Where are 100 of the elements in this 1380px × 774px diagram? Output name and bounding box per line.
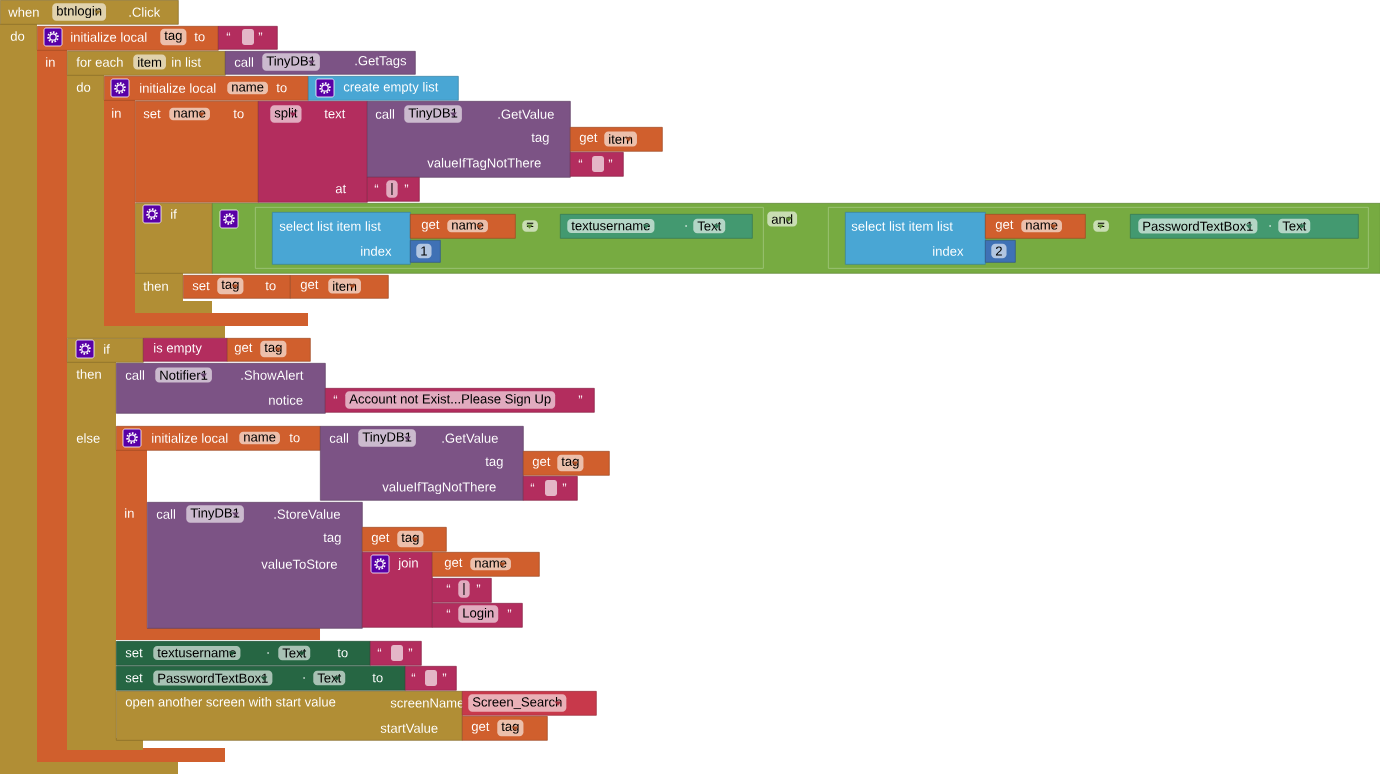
block-label: in [125,508,134,518]
block-label: do [10,31,25,41]
block-label: get [234,343,253,355]
block-label: . [303,677,305,679]
block-label: . [1269,225,1271,227]
dropdown-field: TinyDB1 [262,53,320,71]
dropdown-field: textusername [153,646,241,660]
block-label: if [171,209,177,219]
block-label: set [192,281,210,291]
block-label: notice [269,395,303,405]
block-label: valueToStore [261,559,337,569]
block-label: create empty list [343,81,439,95]
block-label: .Click [129,7,161,17]
block-label: “ [226,32,231,36]
block-label: in list [172,57,201,67]
block-label: get [300,280,319,292]
block-label: . [267,652,269,654]
dropdown-field: TinyDB1 [404,105,462,123]
block-label: call [329,433,348,443]
block-label: initialize local [71,32,147,42]
text-field: Login [458,605,499,623]
block-label: to [194,32,205,42]
block-label: valueIfTagNotThere [427,157,541,171]
block-label: ” [578,395,583,399]
block-label: .GetValue [498,109,554,119]
block-label: tag [323,533,341,545]
block-label: index [933,246,964,256]
block-label: if [104,344,110,354]
block-label: to [289,433,300,443]
block-label: get [995,220,1014,232]
block-label: screenName [390,698,464,708]
block-label: “ [446,609,451,613]
block-label: index [361,246,392,256]
block-label: call [375,109,394,119]
block-label: .StoreValue [274,509,340,519]
block-label: in [112,108,121,118]
dropdown-field: Screen_Search [468,694,567,712]
block-label: “ [377,648,382,652]
block-label: . [685,225,687,227]
block-label: ” [476,584,481,588]
block-label: set [143,109,161,119]
block-label: join [397,557,418,571]
dropdown-field: textusername [567,219,655,233]
block-label: for each [76,57,123,67]
block-label: at [335,184,347,194]
block-label: “ [333,395,338,399]
block-label: set [125,673,143,683]
block-label: is empty [154,342,202,356]
block-label: tag [485,457,503,469]
block-label: get [532,457,551,469]
block-label: else [76,433,100,443]
block-label: to [337,648,348,658]
block-label: select list item list [279,221,381,231]
text-field: | [386,180,398,198]
block-label: get [579,133,598,145]
block-label: select list item list [851,221,953,231]
block-label: .GetValue [442,433,498,443]
block-label: get [444,558,463,570]
block-label: “ [411,673,416,677]
block-label: call [234,57,253,67]
block-label: ” [408,648,413,652]
dropdown-field: TinyDB1 [186,505,244,523]
block-label: then [143,281,168,291]
block-label: “ [446,584,451,588]
block-label: set [125,648,143,658]
block-label: do [76,82,91,92]
block-label: .GetTags [355,56,407,68]
block-label: get [421,220,440,232]
dropdown-field: TinyDB1 [358,429,416,447]
block-label: get [471,722,490,734]
block-label: ” [608,159,613,163]
block-label: ” [258,32,263,36]
block-label: “ [374,184,379,188]
text-field: | [458,580,470,598]
block-label: ” [404,184,409,188]
block-label: open another screen with start value [125,696,336,710]
block-label: tag [531,133,549,145]
block-label: to [276,83,287,93]
block-label: startValue [380,723,438,733]
block-label: in [46,57,55,67]
block-label: get [371,533,390,545]
block-label: initialize local [152,433,228,443]
block-label: ” [442,673,447,677]
block-label: initialize local [140,83,216,93]
block-label: when [8,7,39,17]
block-label: valueIfTagNotThere [382,481,496,495]
block-label: call [125,370,144,380]
block-label: text [324,109,346,119]
block-label: ” [562,483,567,487]
block-label: call [156,509,175,519]
block-label: ” [507,609,512,613]
dropdown-field: btnlogin [52,3,107,21]
text-field: Account not Exist...Please Sign Up [345,391,556,409]
block-label: “ [530,483,535,487]
block-label: then [76,369,101,379]
block-label: to [372,673,383,683]
block-label: to [265,281,276,291]
block-label: “ [578,159,583,163]
block-label: .ShowAlert [241,370,304,380]
block-label: to [233,109,244,119]
